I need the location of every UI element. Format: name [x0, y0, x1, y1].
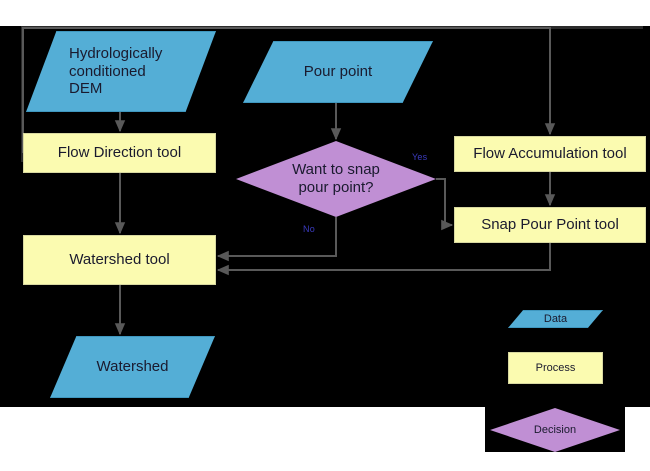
node-label: Flow Accumulation tool	[473, 145, 627, 163]
edge-snap-to-wstool	[216, 243, 551, 276]
node-watershed[interactable]: Watershed	[50, 336, 215, 398]
node-hydrologically-conditioned-dem[interactable]: Hydrologically conditioned DEM	[26, 31, 216, 112]
legend-item-label: Process	[535, 361, 576, 374]
node-watershed-tool[interactable]: Watershed tool	[23, 235, 216, 285]
node-flow-direction-tool[interactable]: Flow Direction tool	[23, 133, 216, 173]
legend-item-label: Data	[543, 312, 568, 325]
node-flow-accumulation-tool[interactable]: Flow Accumulation tool	[454, 136, 646, 172]
legend-item-process: Process	[508, 352, 603, 384]
node-label: Watershed	[96, 358, 169, 376]
edge-dem-to-flowacc	[22, 27, 556, 153]
node-label: Flow Direction tool	[57, 144, 182, 162]
edge-decision-yes-to-snap	[436, 178, 454, 231]
node-label: Snap Pour Point tool	[481, 216, 619, 234]
edge-decision-no-to-wstool	[216, 217, 337, 262]
node-label: Pour point	[303, 63, 373, 81]
legend-item-data: Data	[508, 310, 603, 328]
node-snap-pour-point-tool[interactable]: Snap Pour Point tool	[454, 207, 646, 243]
node-pour-point[interactable]: Pour point	[243, 41, 433, 103]
node-label: Watershed tool	[69, 251, 170, 269]
